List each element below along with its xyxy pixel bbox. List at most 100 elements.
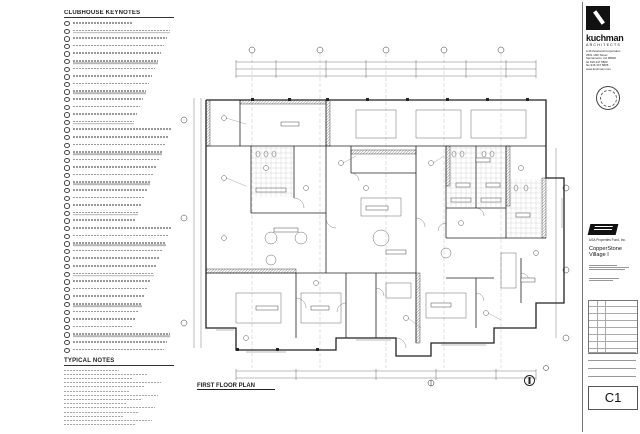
keynote-callouts: [221, 115, 539, 341]
project-name-line: CopperStone: [589, 246, 622, 252]
typical-notes-list: [64, 368, 174, 425]
keynote-row: [64, 28, 174, 36]
keynote-text: [73, 196, 145, 199]
keynote-bubble-icon: [64, 58, 71, 65]
keynote-bubble-icon: [64, 332, 71, 338]
keynote-row: [64, 339, 174, 347]
keynote-text: [73, 181, 151, 184]
keynote-text: [73, 189, 148, 191]
keynote-text: [73, 234, 170, 237]
title-block-border: [582, 2, 583, 432]
client-logo-icon: [587, 224, 619, 235]
keynote-bubble-icon: [64, 150, 71, 156]
keynote-row: [64, 278, 174, 286]
keynote-row: [64, 316, 174, 324]
keynote-row: [64, 172, 174, 180]
keynote-row: [64, 50, 174, 58]
keynote-text: [73, 135, 169, 138]
keynote-text: [73, 128, 172, 130]
keynote-row: [64, 142, 174, 150]
keynote-text: [73, 143, 166, 146]
keynote-bubble-icon: [64, 157, 71, 164]
keynote-bubble-icon: [64, 294, 71, 300]
keynote-row: [64, 293, 174, 301]
keynote-text: [73, 151, 163, 153]
sheet-description: [589, 277, 639, 282]
keynote-text: [73, 90, 147, 92]
keynote-bubble-icon: [64, 74, 71, 80]
keynote-bubble-icon: [64, 264, 71, 270]
keynote-text: [73, 265, 158, 267]
keynote-text: [73, 97, 144, 100]
keynote-row: [64, 88, 174, 96]
keynote-bubble-icon: [64, 324, 71, 331]
info-row-drawn: [588, 352, 636, 361]
windows: [216, 198, 565, 353]
keynote-text: [73, 295, 146, 297]
keynote-text: [73, 67, 156, 70]
keynote-bubble-icon: [64, 286, 71, 293]
keynote-text: [73, 166, 157, 168]
keynote-text: [73, 287, 149, 290]
keynote-bubble-icon: [64, 226, 71, 232]
keynote-row: [64, 164, 174, 172]
typical-note-row: [64, 381, 174, 385]
keynote-row: [64, 58, 174, 66]
keynote-bubble-icon: [64, 248, 71, 255]
grid-lines: [251, 53, 502, 368]
keynote-bubble-icon: [64, 271, 71, 277]
keynote-bubble-icon: [64, 21, 71, 27]
keynote-row: [64, 134, 174, 142]
typical-note-row: [64, 377, 174, 381]
typical-note-row: [64, 410, 174, 414]
typical-note-row: [64, 418, 174, 422]
typical-note-row: [64, 389, 174, 393]
client-name: USA Properties Fund, Inc.: [589, 238, 626, 242]
keynote-bubble-icon: [64, 51, 71, 57]
dimension-lines: [193, 60, 557, 380]
keynote-text: [73, 75, 153, 77]
keynote-bubble-icon: [64, 317, 71, 323]
keynote-text: [73, 219, 136, 222]
keynote-bubble-icon: [64, 96, 71, 103]
keynote-bubble-icon: [64, 256, 71, 262]
keynote-row: [64, 347, 174, 355]
keynote-row: [64, 286, 174, 294]
keynote-bubble-icon: [64, 104, 71, 110]
keynote-row: [64, 255, 174, 263]
keynote-text: [73, 340, 168, 343]
keynote-text: [73, 272, 155, 275]
keynote-text: [73, 22, 134, 24]
info-row-checked: [588, 360, 636, 369]
keynote-bubble-icon: [64, 119, 71, 126]
keynote-bubble-icon: [64, 241, 71, 247]
keynote-row: [64, 301, 174, 309]
keynote-bubble-icon: [64, 142, 71, 148]
typical-note-row: [64, 385, 174, 389]
keynote-text: [73, 113, 138, 115]
keynote-bubble-icon: [64, 134, 71, 141]
door-swings: [293, 172, 530, 349]
firm-subtitle: ARCHITECTS: [586, 43, 621, 47]
project-name-line: Village I: [589, 252, 609, 259]
info-row-date: [588, 368, 636, 377]
typical-note-row: [64, 414, 174, 418]
tile-areas: [252, 147, 541, 237]
section-marks: [427, 365, 549, 387]
keynote-row: [64, 66, 174, 74]
keynote-list: [64, 20, 174, 354]
leader-lines: [225, 117, 502, 329]
keynote-row: [64, 149, 174, 157]
keynote-text: [73, 325, 134, 328]
keynote-text: [73, 44, 165, 47]
keynote-bubble-icon: [64, 112, 71, 118]
keynote-bubble-icon: [64, 66, 71, 72]
keynote-row: [64, 104, 174, 112]
keynote-row: [64, 309, 174, 317]
address-line: A Professional Corporation: [586, 49, 621, 53]
keynote-bubble-icon: [64, 165, 71, 171]
keynote-text: [73, 310, 140, 313]
keynote-text: [73, 242, 167, 244]
keynote-text: [73, 173, 154, 176]
architect-seal-icon: [596, 86, 620, 110]
